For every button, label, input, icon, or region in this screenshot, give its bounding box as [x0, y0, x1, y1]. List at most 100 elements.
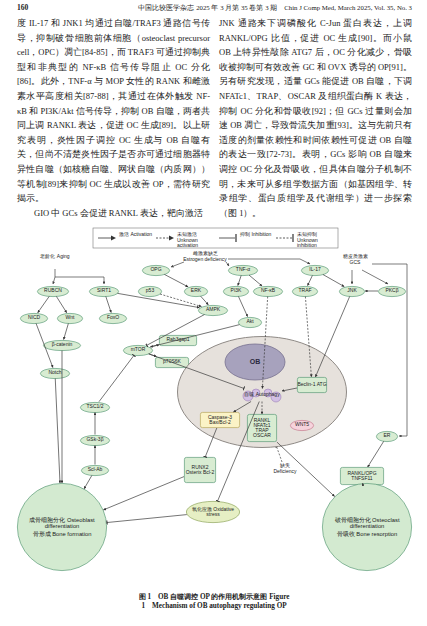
activation-connector — [308, 275, 313, 285]
node-text: Akt — [238, 317, 262, 328]
activation-connector — [95, 413, 96, 435]
node-shape — [301, 265, 328, 275]
node-label: FoxO — [107, 315, 119, 320]
activation-connector — [95, 446, 96, 465]
stimulus-label: 糖皮质激素 GCS — [338, 254, 372, 265]
node-label: TRAF — [298, 288, 311, 293]
node-label: RUNX2 Osterix Bcl-2 — [184, 465, 216, 476]
node-text: WNT5 — [290, 420, 314, 431]
node-shape — [155, 357, 188, 367]
node-shape — [123, 345, 152, 355]
node-label: 骨形成 Bone formation — [33, 531, 92, 537]
body-paragraph: JNK 通路来下调磷酸化 C-Jun 蛋白表达，上调 RANKL/OPG 比值，… — [219, 16, 412, 220]
node-shape — [340, 467, 383, 484]
osteoblast-cell: OB自噬 AutophagyBeclin-1 ATGCaspase-3 Bax/… — [177, 336, 347, 448]
node-text: Scl-Ab — [81, 465, 109, 476]
figure-caption: 图 1 OB 自噬调控 OP 的作用机制示意图 Figure 1 Mechani… — [138, 593, 290, 612]
legend-sample — [155, 230, 175, 246]
outcome-circle: 成骨细胞分化 Osteoblast differentiation 骨形成 Bon… — [17, 483, 107, 571]
node-text: NICD — [20, 313, 48, 324]
factor-ellipse: IL-17 — [301, 265, 329, 276]
activation-connector — [150, 345, 159, 347]
legend-text: 激活 Activation — [119, 232, 155, 238]
node-shape — [228, 265, 257, 275]
node-text: β-catenin — [43, 340, 81, 351]
text-column: 度 IL-17 和 JNK1 均通过自噬/TRAF3 通路信号传导，抑制破骨细胞… — [17, 16, 210, 220]
node-label: PKCβ — [385, 288, 398, 293]
activation-connector — [262, 296, 267, 388]
running-header: 中国比较医学杂志 2025 年 3 月第 35 卷第 3 期 Chin J Co… — [70, 4, 412, 11]
inhibition-connector — [149, 354, 244, 389]
node-text: AMPK — [198, 305, 228, 316]
pathway-ellipse: NF-κB — [253, 286, 283, 297]
node-text: GSk-3β — [80, 435, 110, 446]
node-label: NICD — [28, 315, 40, 320]
node-text: mTOR — [123, 345, 153, 356]
activation-connector — [149, 354, 157, 357]
node-text: SIRT1 — [89, 286, 119, 297]
node-label: 成骨细胞分化 Osteoblast differentiation — [27, 517, 97, 529]
node-shape — [138, 286, 161, 296]
leader-line — [226, 262, 229, 266]
activation-connector — [201, 296, 209, 305]
leader-line — [53, 269, 55, 284]
node-label: 自噬 Autophagy — [244, 392, 279, 397]
body-paragraph: GIO 中 GCs 会促进 RANKL 表达，靶向激活 — [17, 206, 210, 221]
activation-connector — [150, 325, 239, 347]
activation-connector — [305, 296, 311, 377]
pathway-ellipse: ERK — [184, 286, 208, 297]
factor-ellipse: OPG — [142, 265, 170, 276]
activation-connector — [262, 402, 263, 415]
node-text: PI3K — [223, 286, 249, 297]
outcome-circle: 破骨细胞分化 Osteoclast differentiation骨吸收 Bon… — [322, 483, 412, 571]
node-text: Wnt — [57, 313, 83, 324]
node-text: RANKL/OPG TNFSF11 — [340, 467, 384, 485]
legend-item: 未知激活 Unknown activation — [155, 230, 215, 246]
activation-connector — [249, 275, 262, 286]
node-label: TSC1/2 — [87, 404, 104, 409]
activation-connector — [118, 293, 200, 307]
pathway-box: RANKL/OPG TNFSF11 — [340, 467, 384, 485]
stimulus-label: 雌激素缺乏 Estrogen deficiency — [182, 251, 228, 262]
node-shape — [37, 286, 68, 296]
node-text: Notch — [40, 368, 70, 379]
node-label: 破骨细胞分化 Osteoclast differentiation — [332, 517, 402, 529]
pathway-ellipse: Akt — [238, 317, 262, 328]
node-shape — [200, 412, 239, 427]
node-text: JNK — [339, 286, 365, 297]
inhibition-connector — [107, 515, 187, 523]
node-text: RUBCN — [37, 286, 69, 297]
note-label: 缺失 Deficiency — [270, 463, 300, 474]
activation-connector — [62, 351, 63, 484]
node-shape — [17, 483, 106, 570]
node-text: ER — [376, 431, 398, 442]
nucleus — [225, 344, 285, 380]
node-text: Rab3gap1 — [159, 335, 197, 346]
legend-line — [98, 238, 112, 239]
activation-connector — [106, 296, 111, 312]
pathway-box: Caspase-3 Bax/Bcl-2 — [200, 412, 240, 428]
node-label: AMPK — [206, 307, 220, 312]
inhibition-connector — [99, 355, 134, 401]
node-label: 氧化应激 Oxidative stress — [186, 507, 240, 518]
node-label: Akt — [246, 319, 253, 324]
node-shape — [89, 286, 118, 296]
node-label: OPG — [150, 267, 161, 272]
node-shape — [81, 465, 108, 475]
pathway-box: RANKL NFATc1 TRAP OSCAR — [247, 414, 277, 442]
legend-sample — [218, 230, 238, 246]
leader-line — [228, 259, 310, 264]
activation-connector — [38, 296, 50, 312]
node-shape — [339, 286, 364, 296]
node-shape — [80, 435, 109, 445]
legend: 激活 Activation未知激活 Unknown activation抑制 I… — [93, 228, 338, 248]
pathway-box: RUNX2 Osterix Bcl-2 — [184, 457, 216, 483]
activation-connector — [362, 483, 363, 485]
legend-line — [219, 238, 235, 239]
node-label: SIRT1 — [97, 288, 111, 293]
pathway-ellipse: FoxO — [99, 313, 127, 324]
node-label: ERK — [191, 288, 201, 293]
node-text: 自噬 Autophagy — [242, 389, 282, 402]
node-shape — [40, 368, 69, 378]
